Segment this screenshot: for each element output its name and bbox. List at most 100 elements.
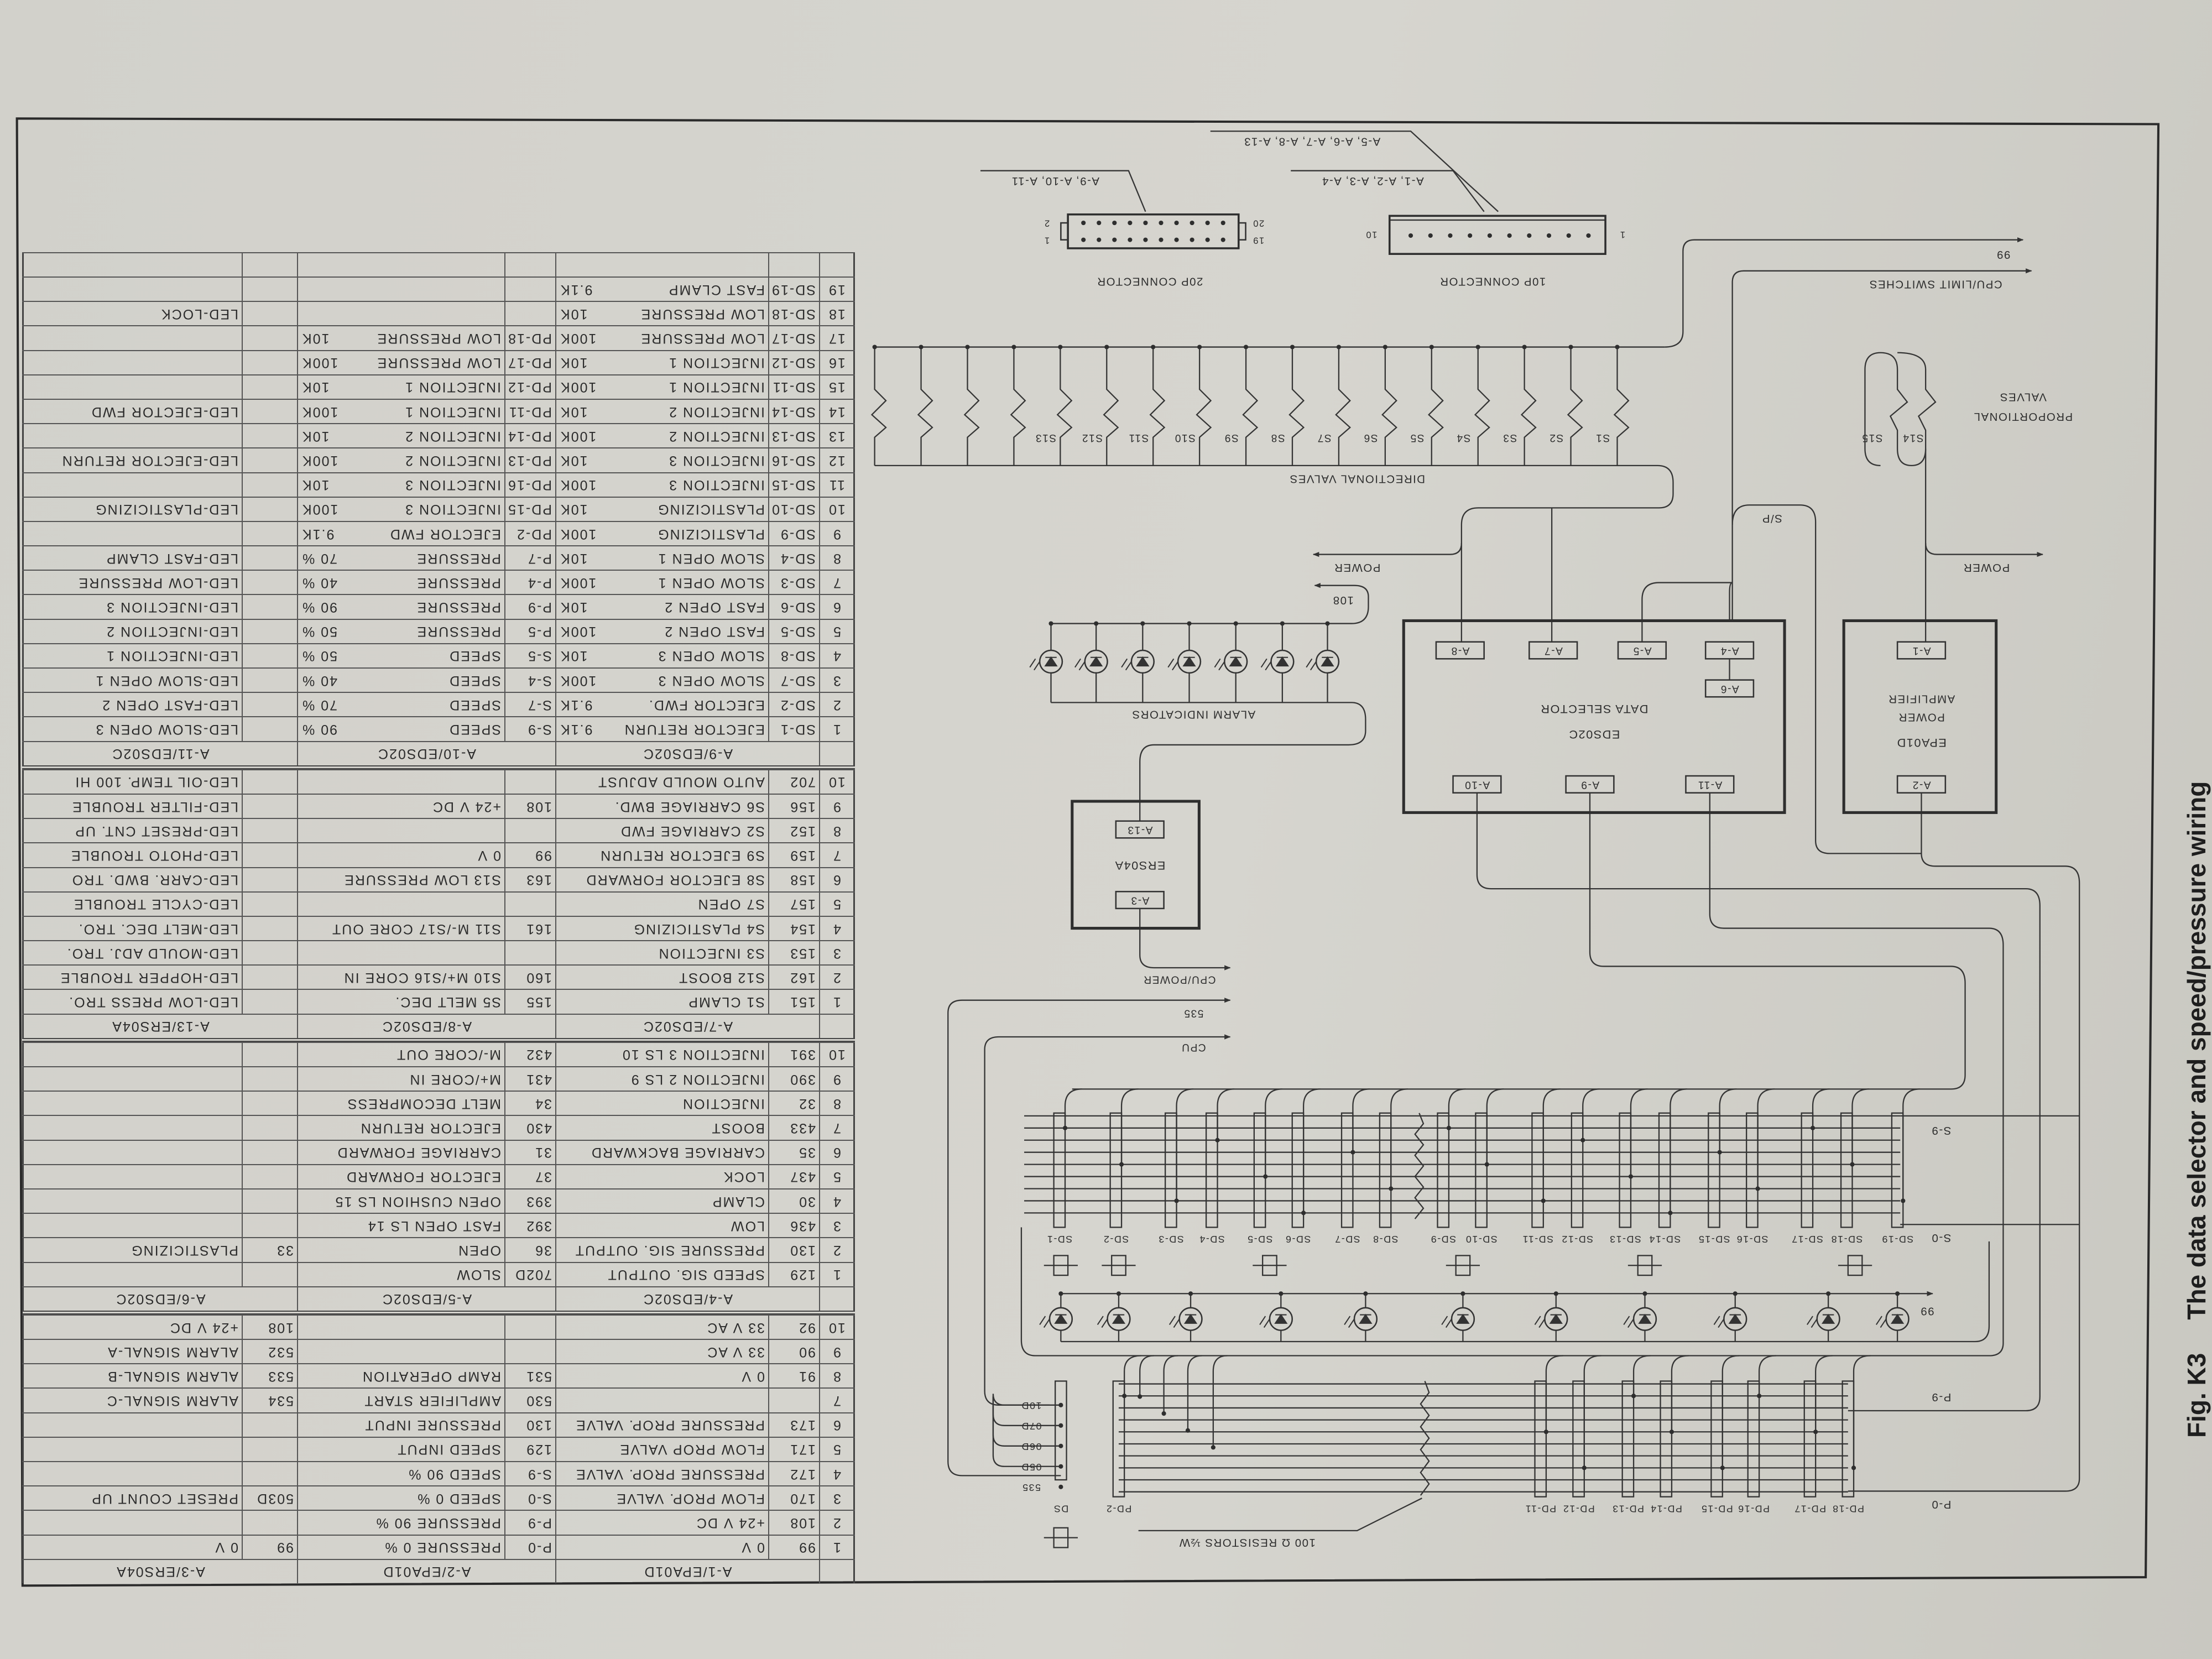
sd-tap-dot: [1541, 1198, 1546, 1203]
wire-number: 161: [504, 916, 555, 941]
signal-description: PRESSURE 90 %: [297, 1511, 504, 1535]
wire-number: SD-1: [768, 717, 819, 741]
signal-description: LED-INJECTION 3: [22, 595, 242, 619]
valve-junction: [1011, 345, 1016, 349]
directional-valves-label: DIRECTIONAL VALVES: [1289, 472, 1425, 484]
sd-diode-bar: [1619, 1112, 1632, 1228]
signal-description: LED-EJECTOR RETURN: [22, 448, 242, 472]
wire-number: SD-15: [768, 473, 819, 497]
signal-description: S1 CLAMP: [555, 990, 768, 1014]
pd-rail-bottom-label: P-0: [1931, 1498, 1951, 1510]
sd-diode-bar: [1053, 1112, 1066, 1228]
wire-number: SD-4: [768, 546, 819, 570]
wire-number: 162: [768, 966, 819, 989]
led-circle: [1269, 1307, 1293, 1331]
wire-a10: [1476, 792, 2041, 1412]
signal-description: M-/CORE OUT: [297, 1042, 504, 1067]
row-number: 18: [819, 302, 855, 326]
row-number: 8: [819, 1364, 855, 1388]
description-text: LOCK: [722, 1169, 765, 1185]
wire-number: [242, 644, 297, 668]
wire-number: 129: [504, 1437, 555, 1462]
pd-tap-dot: [1813, 1430, 1818, 1434]
sd-tap-dot: [1119, 1162, 1124, 1167]
junction-dot: [1140, 621, 1145, 626]
signal-description: SPEED 90 %: [297, 1462, 504, 1486]
wire-number: [504, 770, 555, 794]
wire-number: [242, 1511, 297, 1535]
cpu-limit-switches-label: CPU/LIMIT SWITCHES: [1869, 278, 2002, 290]
signal-description: 0 V: [297, 843, 504, 867]
solenoid-coil: [1103, 347, 1119, 466]
junction-dot: [1363, 1291, 1368, 1296]
wire-number: S-4: [504, 669, 555, 692]
description-value: 40 %: [301, 672, 337, 688]
alarm-indicator-led: [1029, 649, 1063, 674]
wire-number: [242, 1214, 297, 1238]
connector-pin: [1081, 220, 1086, 226]
valve-label-s5: S5: [1410, 432, 1424, 444]
header-blank: [819, 1014, 855, 1038]
port-a-9-box: [1565, 775, 1615, 794]
row-number: 3: [819, 1486, 855, 1510]
description-text: +24 V DC: [169, 1319, 238, 1335]
description-text: INJECTION 3: [668, 452, 765, 468]
row-number: 10: [819, 497, 855, 521]
row-number: 13: [819, 424, 855, 448]
signal-description: SPEED INPUT: [297, 1437, 504, 1462]
signal-description: [22, 1214, 242, 1238]
description-text: PRESSURE 0 %: [384, 1540, 501, 1556]
light-rays-icon: [1807, 1316, 1818, 1328]
power-wire-left: [1312, 543, 1463, 557]
description-text: LED-FAST CLAMP: [105, 550, 238, 566]
junction-dot: [1279, 1291, 1284, 1296]
diode-symbol: [1136, 656, 1150, 667]
description-text: INJECTION 3 LS 10: [621, 1047, 765, 1063]
description-text: LED-MOULD ADJ. TRO.: [66, 945, 238, 961]
sd-diode-bar: [1109, 1112, 1123, 1228]
description-text: SLOW: [456, 1267, 501, 1283]
wire-number: [242, 595, 297, 619]
pd-tap-wire: [1124, 1355, 1141, 1396]
wire-a9: [1072, 792, 1966, 1090]
ds-pin: [1058, 1484, 1063, 1489]
row-number: 14: [819, 400, 855, 424]
solenoid-coil: [1010, 347, 1026, 466]
wire-number: [504, 892, 555, 916]
alarm-indicator-led: [1260, 649, 1295, 674]
machine-function-symbol: [1838, 1255, 1872, 1276]
eds-title: DATA SELECTOR: [1540, 702, 1648, 716]
row-number: 3: [819, 941, 855, 965]
sd-diode-bar: [1205, 1112, 1218, 1228]
connector-pin: [1428, 233, 1433, 238]
description-text: LED-EJECTOR FWD: [90, 404, 238, 420]
wire-number: PD-13: [504, 448, 555, 472]
sd-tap-wire: [1812, 1088, 1830, 1128]
wire-number: 390: [768, 1067, 819, 1091]
row-number: 6: [819, 1140, 855, 1164]
description-text: PRESSURE INPUT: [364, 1417, 501, 1433]
valve-label-s2: S2: [1549, 432, 1563, 444]
signal-description: S10 M+/S16 CORE IN: [297, 966, 504, 989]
sd-tap-dot: [1717, 1150, 1722, 1155]
pd-tap-dot: [1669, 1430, 1674, 1434]
description-text: OPEN CUSHION LS 15: [334, 1193, 501, 1209]
signal-description: [297, 892, 504, 916]
sd-diode-bar: [1746, 1112, 1759, 1228]
sd-diode-bar: [1891, 1112, 1904, 1228]
junction-dot: [1642, 1291, 1647, 1296]
wire-number: [242, 351, 297, 374]
alarm-indicator-led: [1121, 649, 1155, 674]
status-led: [1876, 1307, 1910, 1331]
table-header-a-3-ers04a: A-3/ERS04A: [22, 1559, 297, 1583]
signal-description: SPEED 0 %: [297, 1486, 504, 1510]
description-value: 90 %: [301, 722, 337, 738]
